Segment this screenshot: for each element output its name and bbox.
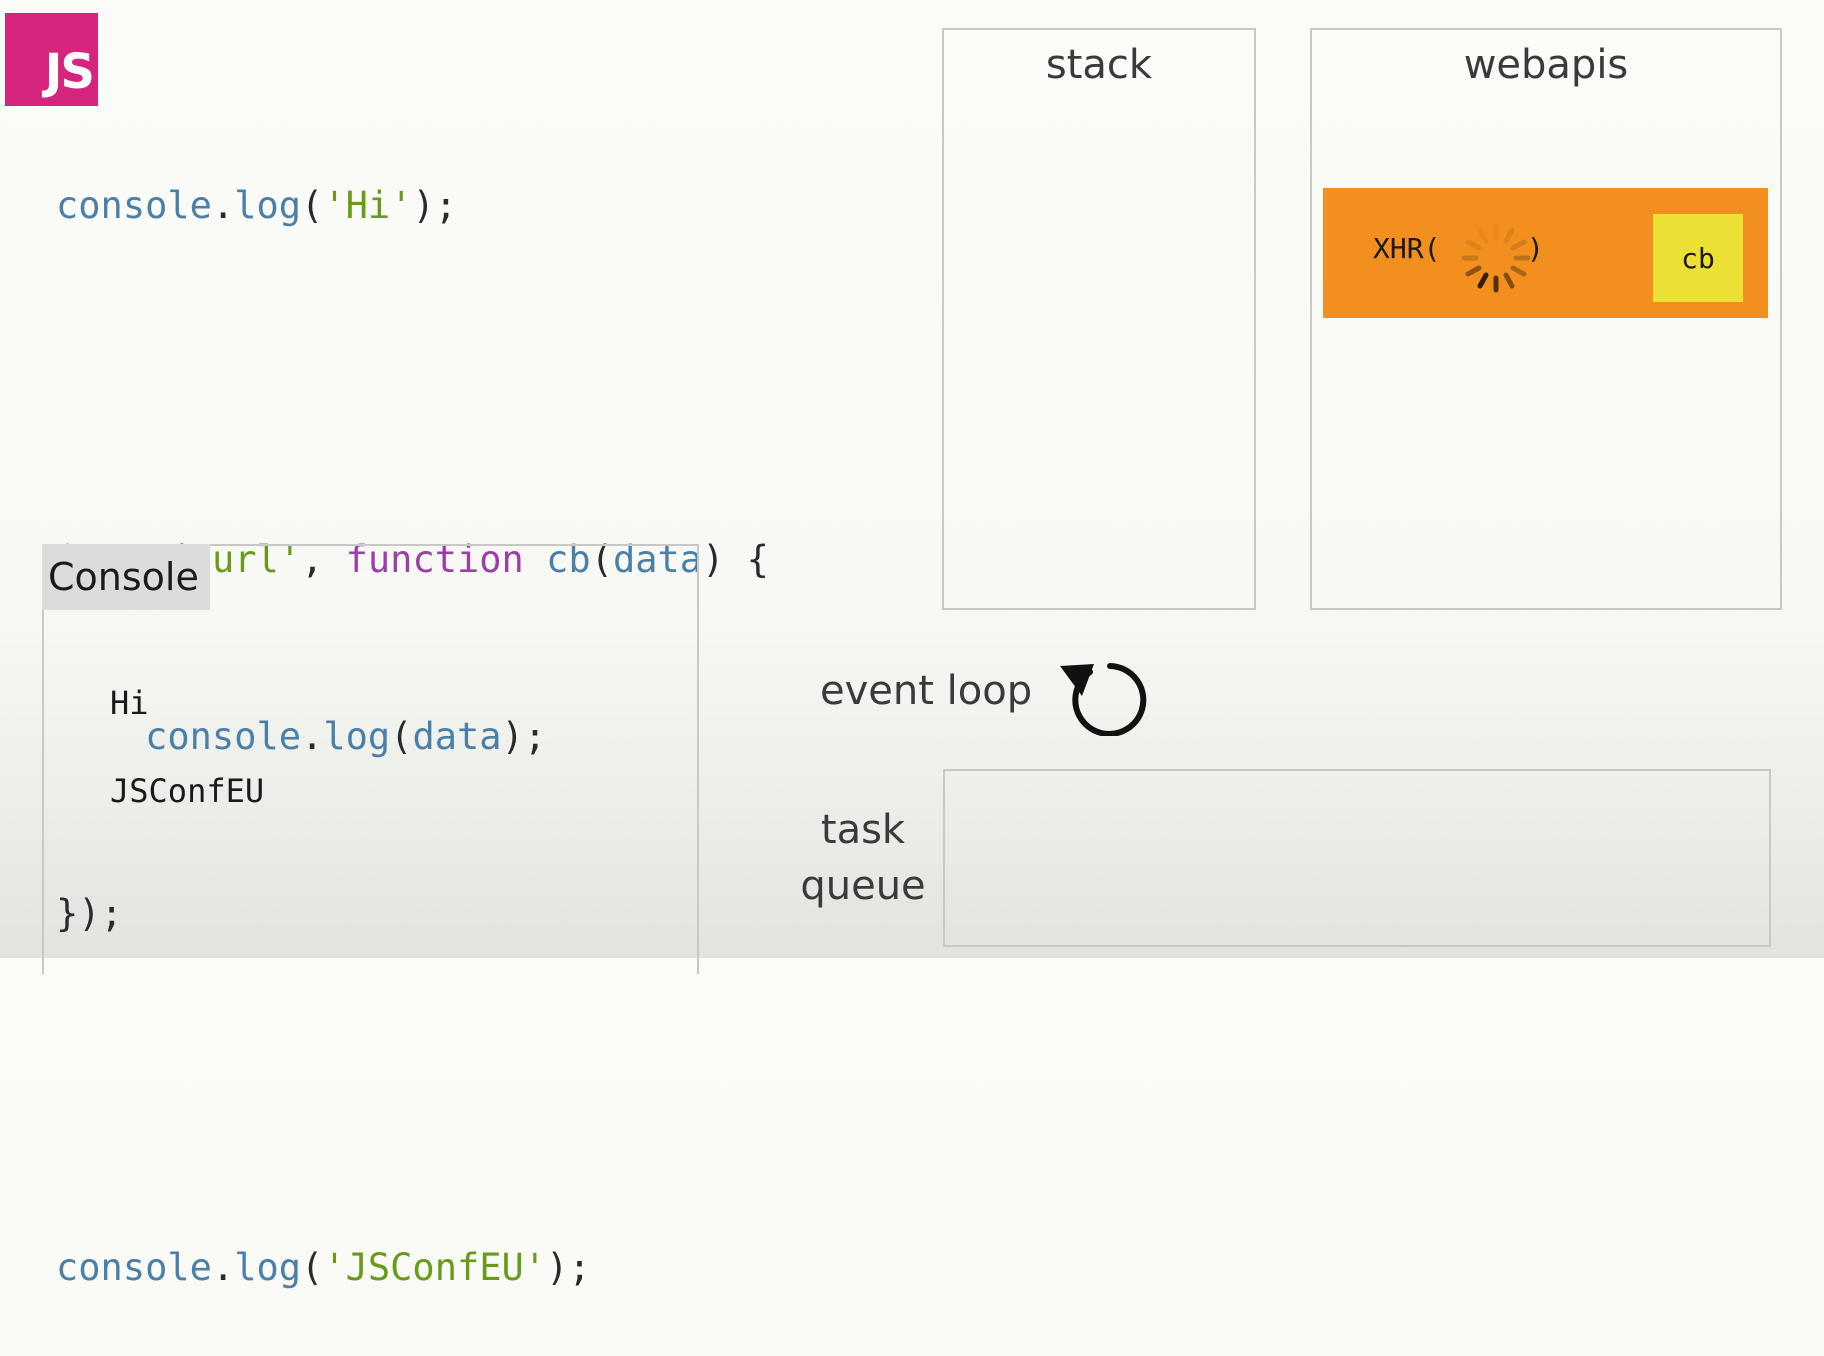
- loading-spinner-icon: [1461, 223, 1531, 293]
- task-queue-panel: [943, 769, 1771, 947]
- console-output: Hi JSConfEU: [110, 683, 264, 859]
- callback-chip: cb: [1653, 214, 1743, 302]
- code-blank-line: [56, 353, 769, 412]
- task-queue-label-line-2: queue: [800, 863, 926, 909]
- console-title: Console: [42, 544, 210, 610]
- code-blank-line: [56, 1061, 769, 1120]
- event-loop-label: event loop: [820, 668, 1033, 714]
- xhr-close-paren: ): [1527, 232, 1544, 265]
- code-line-1: console.log('Hi');: [56, 184, 457, 227]
- task-queue-label-line-1: task: [820, 807, 906, 853]
- console-line: Hi: [110, 684, 149, 722]
- console-panel: [42, 544, 699, 974]
- code-line-3: console.log(data);: [145, 715, 547, 758]
- webapis-title: webapis: [1463, 42, 1629, 88]
- webapis-panel: webapis: [1310, 28, 1782, 610]
- code-line-5: console.log('JSConfEU');: [56, 1246, 591, 1289]
- stack-panel: stack: [942, 28, 1256, 610]
- console-line: JSConfEU: [110, 772, 265, 810]
- stack-title: stack: [1045, 42, 1153, 88]
- js-logo-text: JS: [44, 44, 95, 100]
- xhr-request-bar: XHR( ) cb: [1323, 188, 1768, 318]
- task-queue-label: task queue: [800, 802, 926, 914]
- refresh-arrow-icon: [1060, 663, 1147, 736]
- js-logo: JS: [5, 13, 98, 106]
- code-line-4: });: [56, 892, 123, 935]
- xhr-label: XHR(: [1373, 232, 1441, 265]
